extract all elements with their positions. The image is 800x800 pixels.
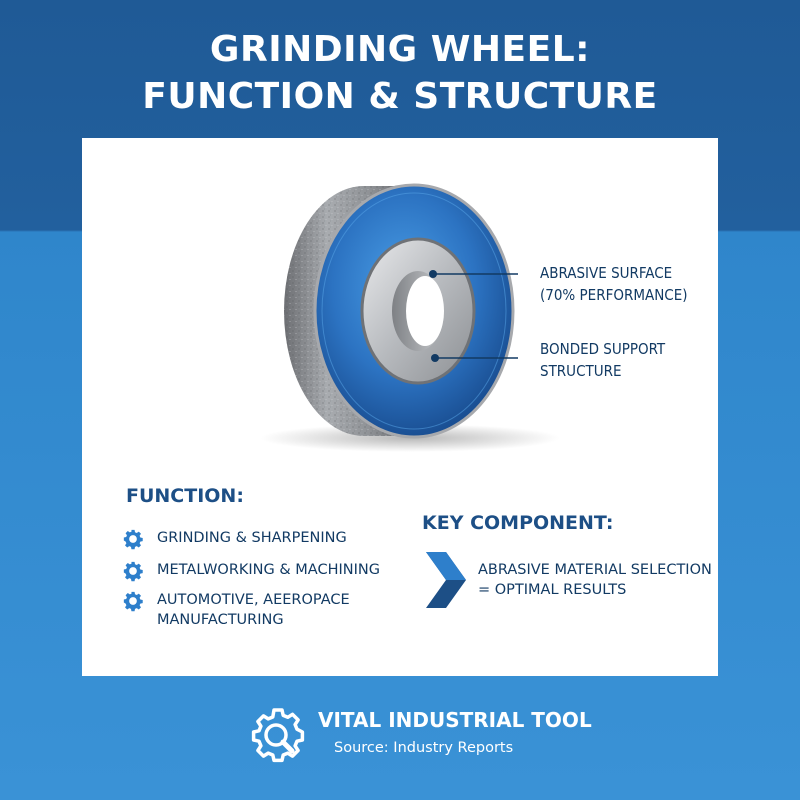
grinding-wheel-illustration: [260, 183, 560, 452]
callout-bonded-support: BONDED SUPPORT STRUCTURE: [540, 338, 665, 382]
callout-abrasive-line1: ABRASIVE SURFACE: [540, 264, 673, 282]
gear-icon: [123, 591, 143, 612]
function-item: AUTOMOTIVE, AEEROPACE MANUFACTURING: [122, 590, 350, 630]
key-component-line2: = OPTIMAL RESULTS: [478, 582, 627, 598]
chevron-right-icon: [426, 552, 466, 608]
callout-abrasive-line2: (70% PERFORMANCE): [540, 286, 688, 304]
key-component-text: ABRASIVE MATERIAL SELECTION = OPTIMAL RE…: [478, 560, 712, 600]
function-item-label: GRINDING & SHARPENING: [157, 530, 347, 546]
callout-dot-abrasive: [429, 270, 437, 278]
callout-dot-bonded: [431, 354, 439, 362]
title-line-1: GRINDING WHEEL:: [209, 29, 591, 70]
page-title: GRINDING WHEEL: FUNCTION & STRUCTURE: [0, 26, 800, 120]
function-heading: FUNCTION:: [126, 485, 244, 507]
footer-source: Source: Industry Reports: [334, 740, 514, 756]
function-item: METALWORKING & MACHINING: [122, 560, 380, 582]
gear-magnifier-icon: [251, 708, 305, 763]
content-card: ABRASIVE SURFACE (70% PERFORMANCE) BONDE…: [82, 138, 718, 676]
gear-icon: [123, 561, 143, 582]
callout-bonded-line1: BONDED SUPPORT: [540, 340, 666, 358]
title-line-2: FUNCTION & STRUCTURE: [142, 76, 658, 117]
function-item-label-cont: MANUFACTURING: [157, 612, 284, 628]
function-item-label: METALWORKING & MACHINING: [157, 562, 380, 578]
function-item-label: AUTOMOTIVE, AEEROPACE: [157, 592, 350, 608]
callout-bonded-line2: STRUCTURE: [540, 362, 622, 380]
gear-icon: [123, 529, 143, 550]
key-component-line1: ABRASIVE MATERIAL SELECTION: [478, 562, 712, 578]
function-item: GRINDING & SHARPENING: [122, 528, 347, 550]
footer-brand: VITAL INDUSTRIAL TOOL: [318, 708, 592, 732]
key-component-heading: KEY COMPONENT:: [422, 512, 614, 534]
callout-abrasive-surface: ABRASIVE SURFACE (70% PERFORMANCE): [540, 262, 688, 306]
